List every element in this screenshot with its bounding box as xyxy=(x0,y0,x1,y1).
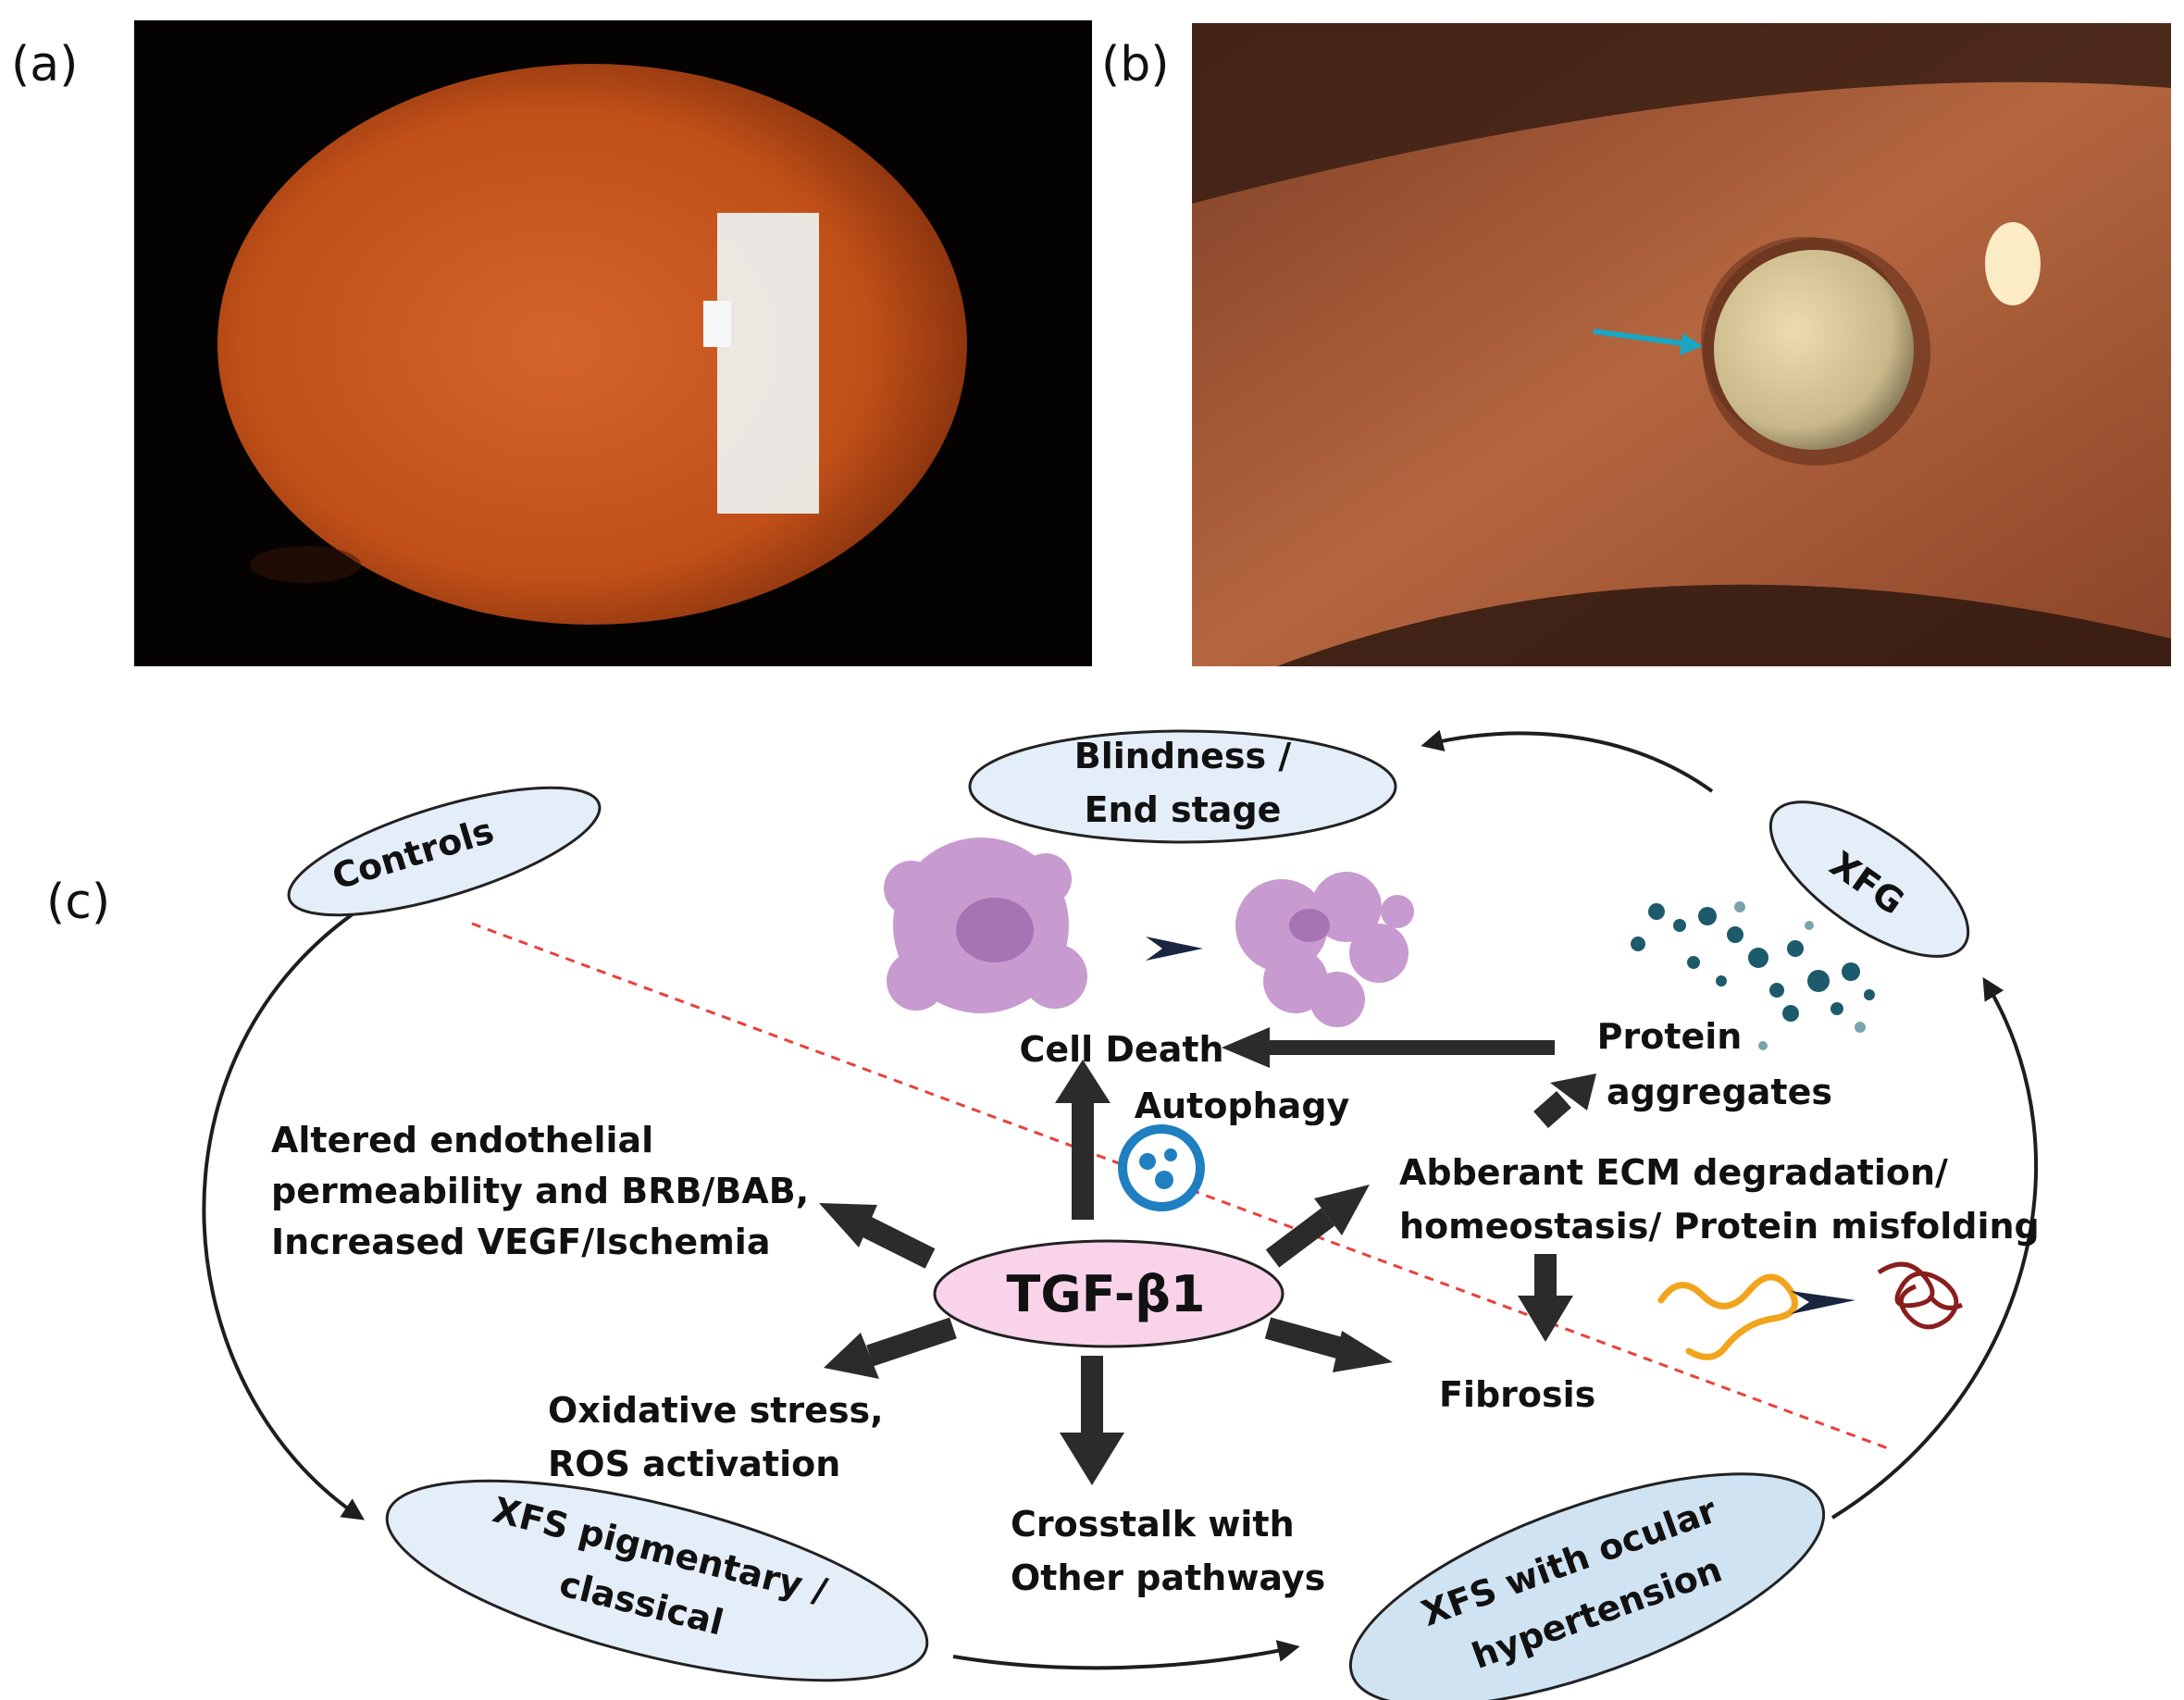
stage-xfs-ocular-hypertension: XFS with ocular hypertension xyxy=(1348,1472,1826,1700)
pointer-arrow-head xyxy=(1680,333,1703,355)
arrowhead-icon-2 xyxy=(1791,1291,1855,1314)
photo-b xyxy=(1192,23,2171,666)
photo-a xyxy=(134,20,1092,666)
mechanism-diagram: Controls Blindness / End stage XFG XFS p… xyxy=(202,729,2040,1700)
thick-arrow-heads xyxy=(819,1060,1596,1485)
thick-arrows xyxy=(860,1090,1571,1444)
blindness-label-2: End stage xyxy=(1085,789,1282,830)
stage-blindness: Blindness / End stage xyxy=(968,729,1397,844)
crosstalk-label-1: Crosstalk with xyxy=(1011,1504,1295,1545)
cycle-arrow-xfs-to-oh xyxy=(952,1640,1300,1670)
tgf-beta1-label: TGF-β1 xyxy=(1006,1265,1205,1323)
cycle-arrow-xfg-to-blindness xyxy=(1421,729,1714,793)
arrowhead-icon xyxy=(1146,937,1203,961)
cycle-arrow-controls-to-xfs xyxy=(202,910,365,1520)
tgf-beta1-node xyxy=(933,1239,1284,1348)
stage-xfg: XFG xyxy=(1768,800,1970,958)
stage-controls: Controls xyxy=(287,786,602,917)
ecm-label-1: Abberant ECM degradation/ xyxy=(1399,1152,1948,1193)
crosstalk-label-2: Other pathways xyxy=(1011,1557,1325,1598)
misfolded-protein-icon xyxy=(1877,1261,1964,1330)
panel-label-c: (c) xyxy=(46,875,111,930)
unfolded-protein-icon xyxy=(1657,1273,1798,1360)
autophagy-icon xyxy=(1118,1124,1205,1211)
cycle-arrow-oh-to-xfg xyxy=(1830,976,2039,1520)
fibrosis-label: Fibrosis xyxy=(1439,1374,1595,1415)
endothelial-label-3: Increased VEGF/Ischemia xyxy=(271,1222,770,1262)
protein-label-1: Protein xyxy=(1597,1016,1743,1057)
oxidative-label-2: ROS activation xyxy=(548,1444,840,1484)
panel-label-b: (b) xyxy=(1101,37,1170,93)
endothelial-label-2: permeability and BRB/BAB, xyxy=(271,1171,809,1211)
blindness-label-1: Blindness / xyxy=(1074,736,1292,776)
protein-label-2: aggregates xyxy=(1607,1072,1832,1112)
pointer-arrow-line xyxy=(1593,329,1690,347)
cell-death-label: Cell Death xyxy=(1019,1029,1223,1070)
autophagy-label: Autophagy xyxy=(1135,1086,1350,1126)
oxidative-label-1: Oxidative stress, xyxy=(548,1390,884,1431)
ecm-label-2: homeostasis/ Protein misfolding xyxy=(1399,1206,2040,1247)
panel-label-a: (a) xyxy=(11,37,79,93)
cell-illustration xyxy=(884,838,1414,1027)
aggregate-illustration xyxy=(1631,901,1875,1050)
endothelial-label-1: Altered endothelial xyxy=(271,1120,653,1160)
